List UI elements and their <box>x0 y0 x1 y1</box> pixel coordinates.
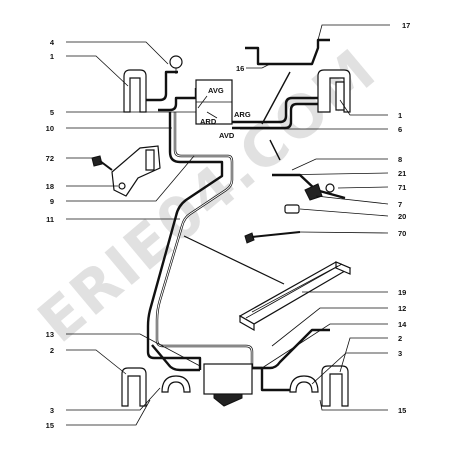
callout-left-9: 9 <box>50 197 54 206</box>
callout-right-21: 21 <box>398 169 406 178</box>
rear-junction-block-icon <box>203 363 253 407</box>
callout-right-70: 70 <box>398 229 406 238</box>
callout-right-15: 15 <box>398 406 406 415</box>
callout-left-10: 10 <box>46 124 54 133</box>
callout-right-71: 71 <box>398 183 406 192</box>
callout-right-7: 7 <box>398 200 402 209</box>
callout-right-20: 20 <box>398 212 406 221</box>
callout-right-3: 3 <box>398 349 402 358</box>
pipe-clip-icon <box>121 69 351 407</box>
callout-left-2: 2 <box>50 346 54 355</box>
callout-right-1: 1 <box>398 111 402 120</box>
callout-left-13: 13 <box>46 330 54 339</box>
label-avg: AVG <box>208 86 224 95</box>
callout-left-4: 4 <box>50 38 55 47</box>
callout-leaders <box>66 24 390 426</box>
callout-right-14: 14 <box>398 320 407 329</box>
bracket-icon <box>111 145 161 197</box>
callout-left-15: 15 <box>46 421 54 430</box>
brake-compensator-icon <box>169 55 183 74</box>
label-avd: AVD <box>219 131 235 140</box>
callout-right-12: 12 <box>398 304 406 313</box>
label-arg: ARG <box>234 110 251 119</box>
callout-left-3: 3 <box>50 406 54 415</box>
callouts-right: 17 16 1 6 8 21 71 7 20 70 19 12 14 2 3 1… <box>236 21 410 415</box>
callout-left-1: 1 <box>50 52 54 61</box>
callout-right-19: 19 <box>398 288 406 297</box>
callout-left-11: 11 <box>46 215 54 224</box>
callout-right-8: 8 <box>398 155 402 164</box>
callout-right-16: 16 <box>236 64 244 73</box>
callout-left-72: 72 <box>46 154 54 163</box>
brake-pipes <box>140 38 346 392</box>
callout-right-6: 6 <box>398 125 402 134</box>
callout-right-17: 17 <box>402 21 410 30</box>
callout-left-18: 18 <box>46 182 54 191</box>
shield-rail-icon <box>238 261 352 332</box>
callouts-left: 4 1 5 10 72 18 9 11 13 2 3 15 <box>46 38 55 430</box>
bolt-icon <box>91 155 113 171</box>
callout-left-5: 5 <box>50 108 54 117</box>
callout-right-2: 2 <box>398 334 402 343</box>
label-ard: ARD <box>200 117 217 126</box>
